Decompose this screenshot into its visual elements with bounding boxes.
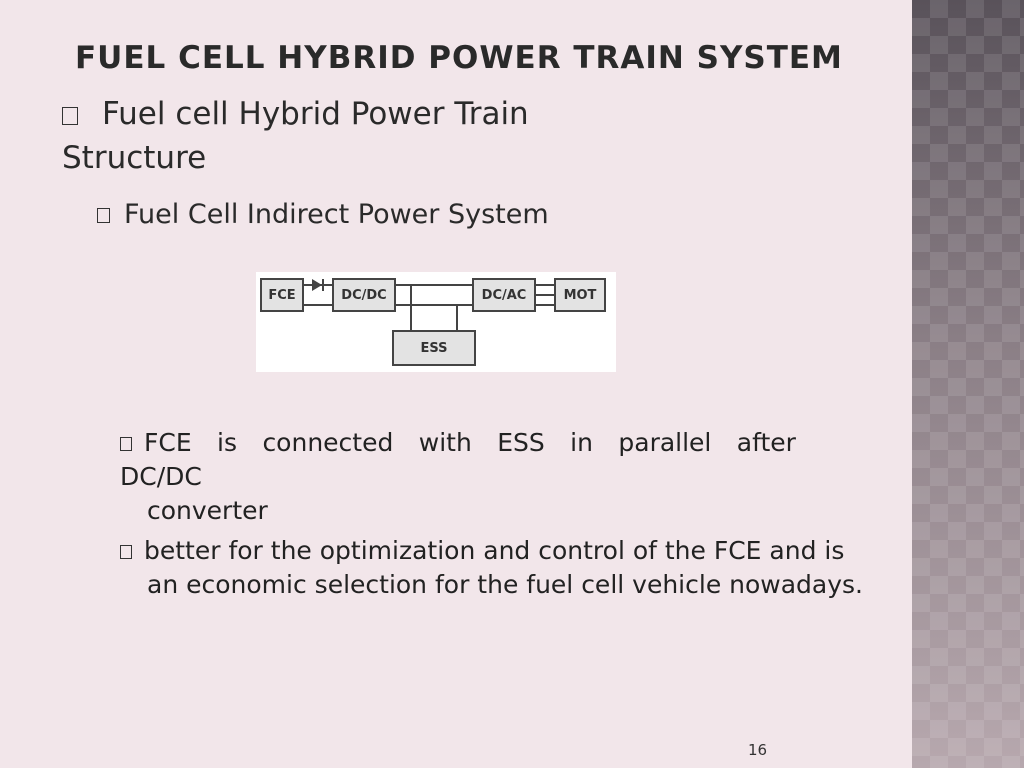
subheading: Fuel Cell Indirect Power System: [124, 199, 549, 230]
heading-line1: Fuel cell Hybrid Power Train: [102, 96, 529, 132]
bullet-box-icon: [120, 545, 132, 559]
slide: FUEL CELL HYBRID POWER TRAIN SYSTEM Fuel…: [62, 40, 910, 759]
wire: [536, 294, 554, 296]
wire: [410, 284, 412, 330]
bullet-box-icon: [62, 106, 78, 125]
fce-label: FCE: [268, 287, 296, 303]
dcdc-block: DC/DC: [332, 278, 396, 312]
page-number: 16: [748, 741, 768, 759]
point1-word: ESS: [497, 428, 545, 457]
heading-line2: Structure: [62, 140, 207, 176]
point1-line3: converter: [147, 496, 268, 525]
mot-block: MOT: [554, 278, 606, 312]
point2-line2: an economic selection for the fuel cell …: [147, 570, 864, 599]
point1-word: connected: [262, 428, 394, 457]
point1-line1: FCE is connected with ESS in parallel af…: [120, 426, 796, 460]
power-train-diagram: FCE DC/DC DC/AC MOT ESS: [256, 272, 616, 372]
wire: [304, 304, 332, 306]
subheading-bullet: Fuel Cell Indirect Power System: [97, 196, 657, 234]
ess-label: ESS: [420, 340, 448, 356]
point1-word: in: [570, 428, 593, 457]
mot-label: MOT: [563, 287, 597, 303]
wire: [536, 304, 554, 306]
wire: [456, 304, 458, 330]
wire: [396, 284, 472, 286]
point1-word: after: [736, 428, 796, 457]
point1-word: is: [217, 428, 238, 457]
dcac-label: DC/AC: [481, 287, 527, 303]
point-fce-connection: FCE is connected with ESS in parallel af…: [120, 426, 820, 528]
point2-line1: better for the optimization and control …: [144, 536, 845, 565]
fce-block: FCE: [260, 278, 304, 312]
point-optimization: better for the optimization and control …: [120, 534, 910, 602]
slide-title: FUEL CELL HYBRID POWER TRAIN SYSTEM: [75, 40, 843, 76]
heading-bullet: Fuel cell Hybrid Power Train Structure: [62, 92, 622, 180]
bullet-box-icon: [120, 437, 132, 451]
point1-word: FCE: [120, 426, 192, 460]
point2-line1-row: better for the optimization and control …: [120, 534, 910, 568]
point1-word: with: [418, 428, 472, 457]
wire: [536, 284, 554, 286]
wire: [396, 304, 472, 306]
point1-line2: DC/DC: [120, 462, 202, 491]
dcdc-label: DC/DC: [341, 287, 387, 303]
bullet-box-icon: [97, 208, 110, 223]
ess-block: ESS: [392, 330, 476, 366]
diode-icon: [312, 279, 324, 291]
point1-word: parallel: [618, 428, 712, 457]
decorative-sidebar: [912, 0, 1024, 768]
dcac-block: DC/AC: [472, 278, 536, 312]
